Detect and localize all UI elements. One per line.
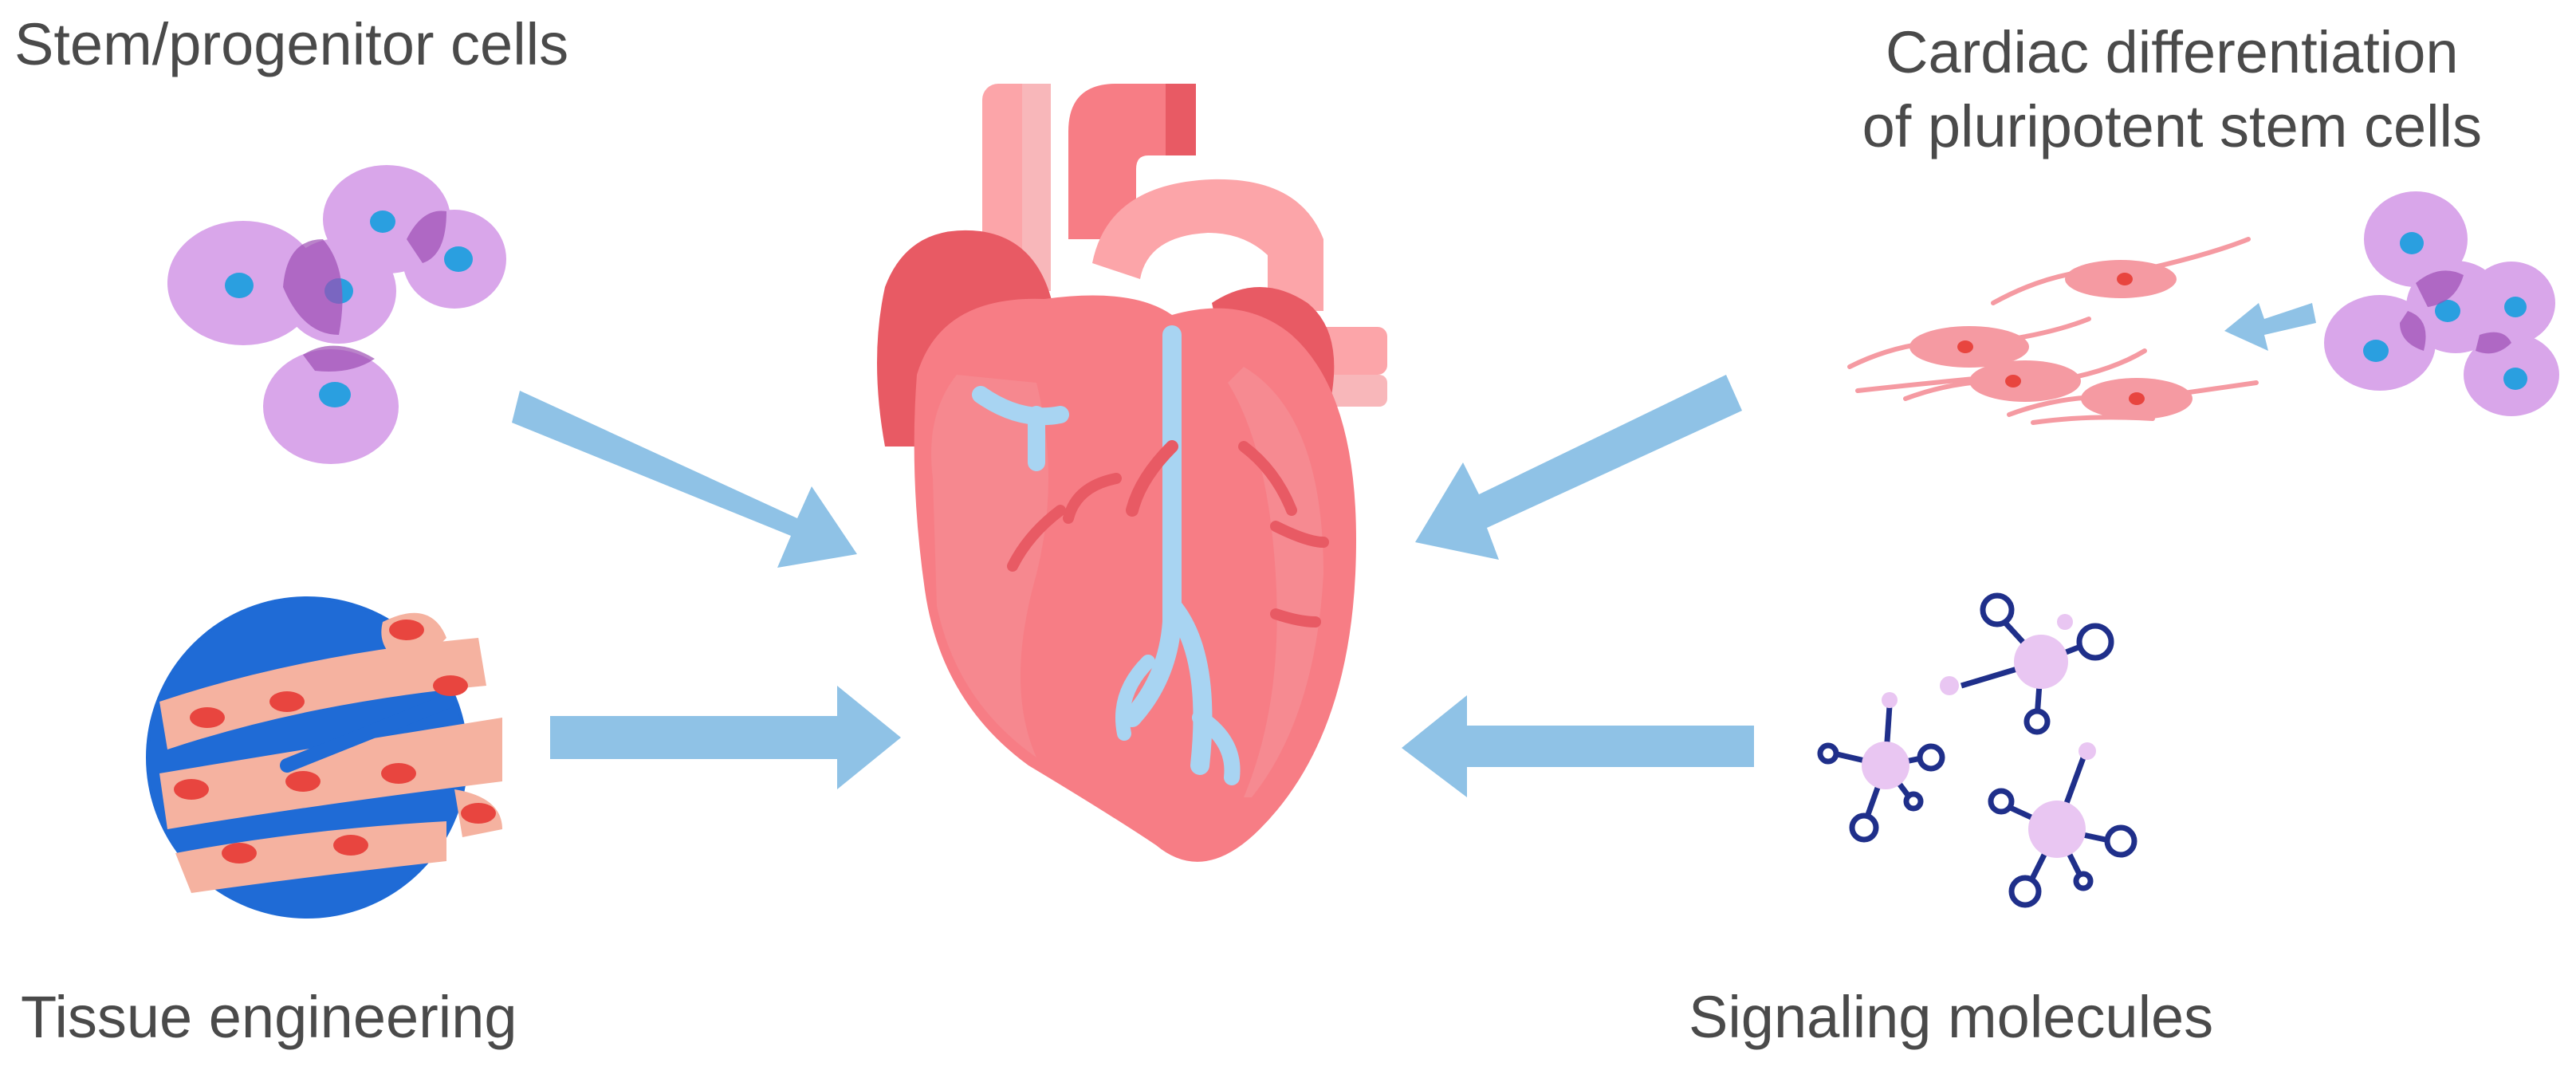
arrow-top-left	[512, 391, 857, 568]
label-signaling-molecules: Signaling molecules	[1689, 984, 2214, 1050]
label-tissue-engineering: Tissue engineering	[21, 984, 517, 1050]
arrow-top-right	[1415, 375, 1742, 560]
arrow-bottom-right	[1402, 695, 1754, 797]
engineered-tissue-icon	[146, 596, 502, 919]
label-cardiac-line1: Cardiac differentiation	[1886, 19, 2459, 85]
label-cardiac-differentiation: Cardiac differentiation of pluripotent s…	[1862, 16, 2482, 163]
arrow-small-right	[2224, 303, 2316, 351]
stem-cells-icon	[167, 165, 506, 464]
stem-cells-small-icon	[2324, 191, 2559, 416]
heart-icon	[877, 84, 1387, 862]
arrow-bottom-left	[550, 686, 901, 789]
signaling-molecules-icon	[1817, 592, 2137, 908]
cardiomyocytes-icon	[1847, 237, 2259, 425]
label-stem-cells: Stem/progenitor cells	[14, 11, 569, 77]
label-cardiac-line2: of pluripotent stem cells	[1862, 92, 2482, 159]
